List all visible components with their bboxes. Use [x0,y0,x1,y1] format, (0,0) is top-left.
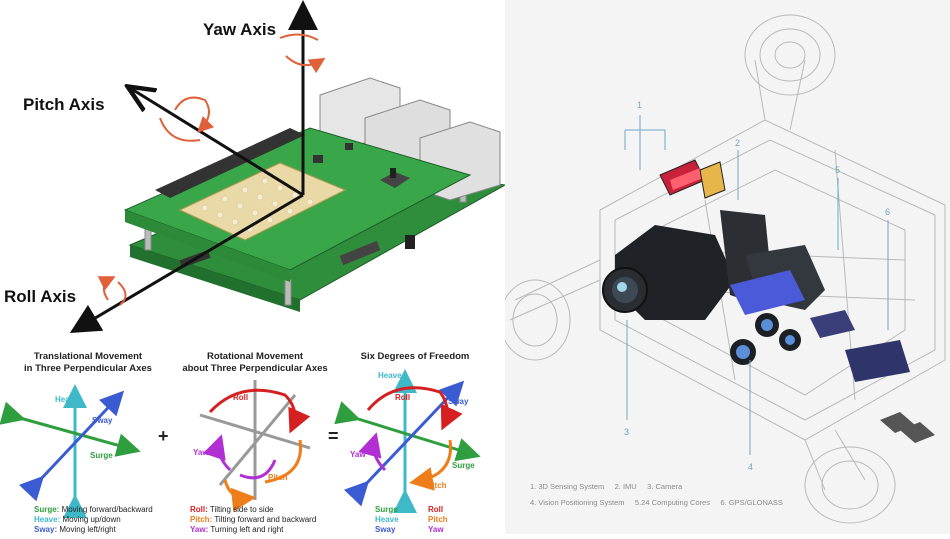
dof-yaw-label: Yaw [350,450,366,459]
pitch-arc-2 [223,479,256,512]
translational-legend-0: Surge: Moving forward/backward [34,505,153,514]
rot-horizontal-axis [199,413,311,450]
legend-vision-positioning: 4. Vision Positioning System [530,498,625,507]
rotational-legend-0: Roll: Tilting side to side [190,505,274,514]
sway-arrow [18,390,125,502]
legend-3d-sensing: 1. 3D Sensing System [530,482,605,491]
legend-gps: 6. GPS/GLONASS [720,498,783,507]
callout-5: 5 [835,165,840,175]
pitch-label: Pitch [268,473,288,482]
roll-rotation-icon [97,276,116,301]
rotational-title-line2: about Three Perpendicular Axes [182,363,327,374]
legend-imu: 2. IMU [614,482,637,491]
component-legend-row2: 4. Vision Positioning System 5.24 Comput… [530,498,783,507]
translational-legend-2: Sway: Moving left/right [34,525,117,534]
roll-arc [208,388,311,434]
dof-roll-arc [366,386,463,431]
equals-sign: = [328,426,339,446]
plus-sign: + [158,426,169,446]
roll-axis-arrow [69,193,304,334]
yaw-label: Yaw [193,448,209,457]
callout-numbers: 1 2 3 4 5 6 [624,100,890,472]
heave-label: Heave [55,395,79,404]
rotational-legend-2: Yaw: Turning left and right [190,525,284,534]
right-panel: 1 2 3 4 5 6 1. 3D Sensing System 2. IMU … [499,0,950,534]
legend-computing-cores: 5.24 Computing Cores [634,498,710,507]
roll-axis-label: Roll Axis [4,287,76,306]
legend-camera: 3. Camera [647,482,683,491]
pitch-axis-arrow [130,88,304,197]
pitch-rotation-bottom-icon [159,117,201,142]
drone-illustration: 1 2 3 4 5 6 [499,14,946,524]
dof-legend-pitch: Pitch [428,515,448,524]
yaw-arc [202,434,232,472]
yaw-rotation-top-icon [279,33,319,41]
drone-components [602,159,935,443]
translational-title-line1: Translational Movement [34,351,143,362]
callout-6: 6 [885,207,890,217]
dof-surge-label: Surge [452,461,475,470]
yaw-axis-label: Yaw Axis [203,20,276,39]
dof-roll-label: Roll [395,393,410,402]
axis-arrows [69,0,326,334]
translational-title-line2: in Three Perpendicular Axes [24,363,152,374]
dof-legend-heave: Heave [375,515,399,524]
dof-legend-sway: Sway [375,525,396,534]
translational-legend-1: Heave: Moving up/down [34,515,121,524]
dof-yaw-arc [358,432,387,472]
rot-diagonal-axis [218,394,297,486]
dof-legend-roll: Roll [428,505,443,514]
raspberry-pi-board [123,77,507,312]
pitch-axis-label: Pitch Axis [23,95,105,114]
callout-2: 2 [735,138,740,148]
surge-label: Surge [90,451,113,460]
six-dof-section: Six Degrees of Freedom Heave Roll Sway Y… [334,351,481,534]
pitch-arc [264,439,303,484]
rotational-title-line1: Rotational Movement [207,351,304,362]
dof-pitch-label: Pitch [427,481,447,490]
pitch-rotation-icon [174,96,215,133]
callout-4: 4 [748,462,753,472]
roll-label: Roll [233,393,248,402]
yaw-rotation-icon [285,55,326,74]
rotational-legend-1: Pitch: Tilting forward and backward [190,515,316,524]
sway-label: Sway [92,416,113,425]
dof-heave-label: Heave [378,371,402,380]
component-legend-row1: 1. 3D Sensing System 2. IMU 3. Camera [530,482,682,491]
dof-sway-label: Sway [448,397,469,406]
left-panel: Yaw Axis Pitch Axis Roll Axis Translatio… [0,0,507,534]
callout-lines [624,115,889,455]
callout-3: 3 [624,427,629,437]
translational-section: Translational Movement in Three Perpendi… [0,351,153,534]
left-illustration: Yaw Axis Pitch Axis Roll Axis Translatio… [0,0,507,534]
dof-pitch-arc [409,439,453,491]
callout-1: 1 [637,100,642,110]
rotational-section: Rotational Movement about Three Perpendi… [182,351,327,534]
surge-arrow [0,401,141,457]
roll-rotation-right-icon [117,281,127,306]
dof-legend-yaw: Yaw [428,525,444,534]
yaw-arc-2 [239,459,277,480]
dof-legend-surge: Surge [375,505,398,514]
six-dof-title: Six Degrees of Freedom [361,351,470,362]
